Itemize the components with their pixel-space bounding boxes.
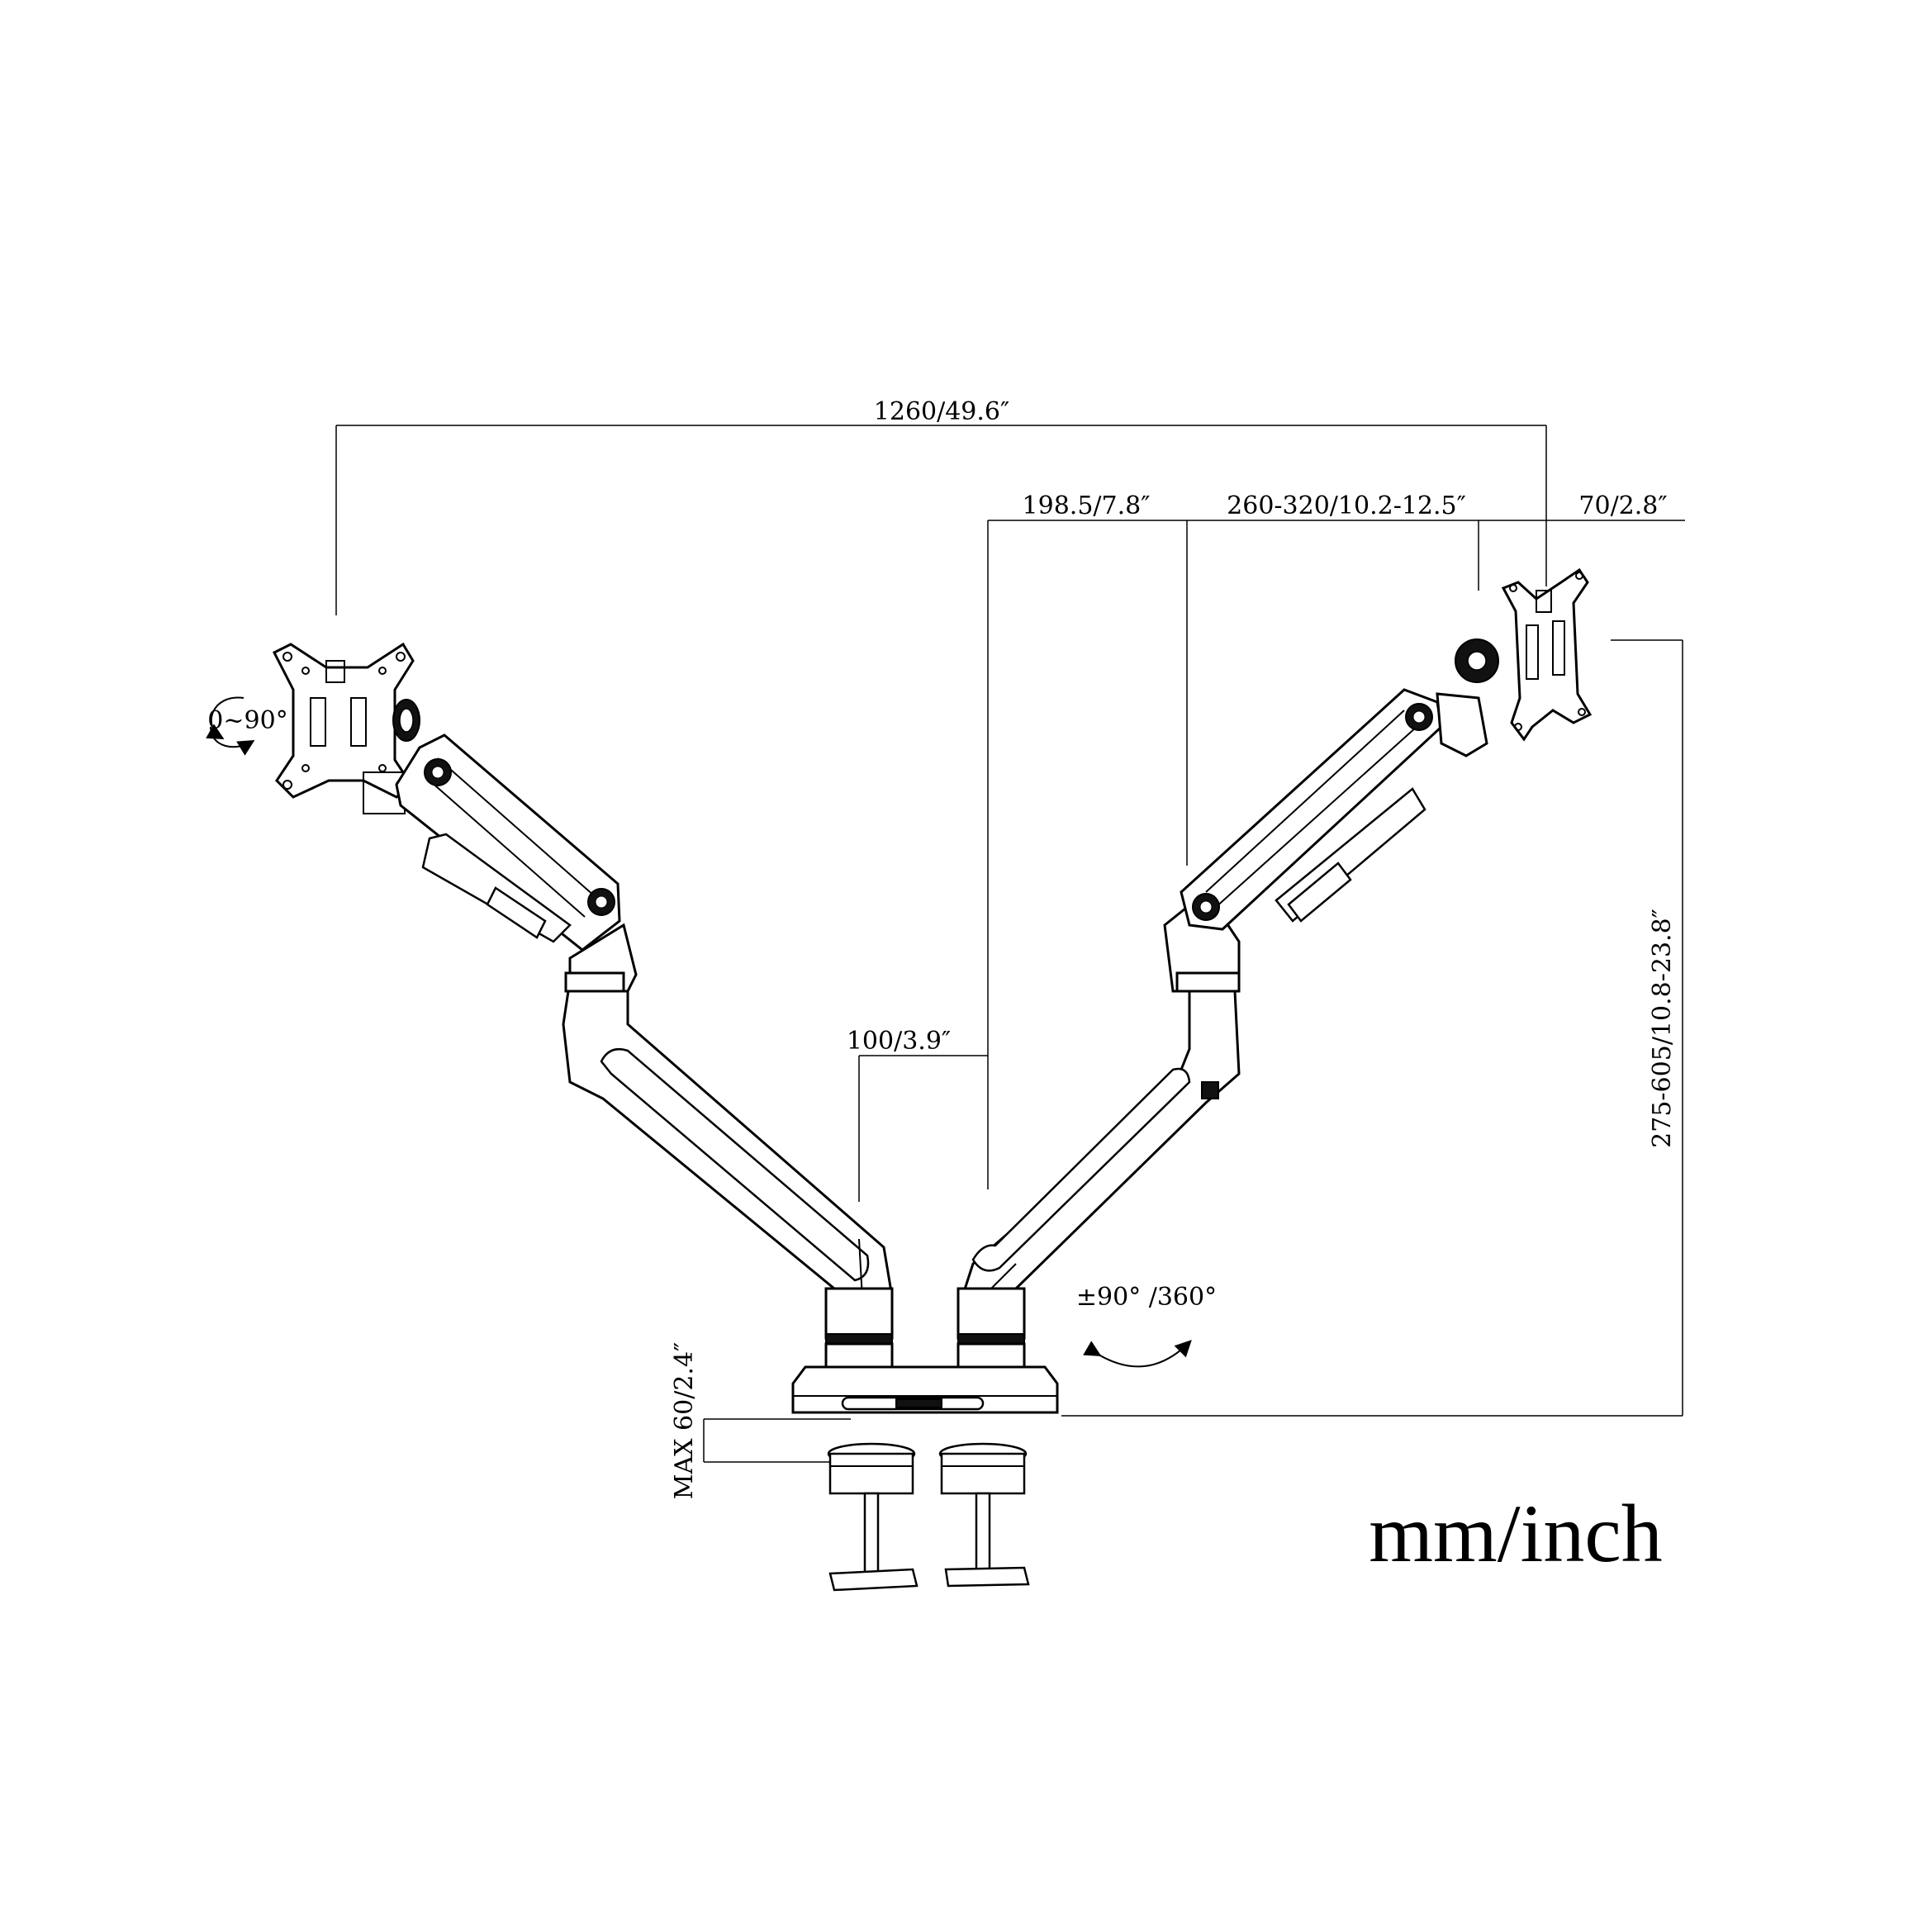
right-post bbox=[957, 1287, 1026, 1340]
screw-hole bbox=[282, 780, 292, 790]
label-desk-thickness: MAX 60/2.4″ bbox=[670, 1342, 699, 1499]
left-collar bbox=[564, 971, 625, 993]
left-clamp-body bbox=[828, 1452, 914, 1495]
left-post-ring bbox=[825, 1333, 893, 1345]
label-arm-length: 260-320/10.2-12.5″ bbox=[1227, 491, 1466, 520]
left-forearm bbox=[395, 733, 621, 952]
label-overall-width: 1260/49.6″ bbox=[874, 397, 1009, 426]
right-tilt-block bbox=[1436, 692, 1488, 757]
vesa-latch bbox=[325, 660, 345, 683]
right-clamp-body bbox=[940, 1452, 1026, 1495]
dimension-lines bbox=[335, 425, 1685, 1463]
left-lower-arm-slot bbox=[600, 1047, 870, 1282]
rotation-arrow bbox=[1083, 1340, 1192, 1368]
tilt-arrow-up bbox=[206, 696, 244, 739]
screw-hole bbox=[301, 667, 310, 675]
left-post bbox=[824, 1287, 894, 1340]
right-arm bbox=[957, 688, 1488, 1379]
right-clamp-foot bbox=[944, 1566, 1030, 1588]
tilt-arrow-down bbox=[210, 726, 255, 756]
vesa-slot bbox=[350, 697, 367, 747]
screw-hole bbox=[1575, 572, 1583, 580]
screw-hole bbox=[1509, 584, 1517, 592]
right-vesa-outline bbox=[1501, 567, 1593, 742]
right-clamp-screw bbox=[975, 1492, 991, 1574]
right-post-ring bbox=[957, 1333, 1025, 1345]
screw-hole bbox=[282, 652, 292, 662]
base-badge bbox=[895, 1398, 942, 1408]
label-rotation: ±90° /360° bbox=[1076, 1283, 1217, 1312]
screw-hole bbox=[301, 764, 310, 772]
right-collar bbox=[1175, 971, 1241, 993]
left-arm bbox=[395, 733, 894, 1379]
left-clamp-foot bbox=[828, 1568, 919, 1592]
right-clamp bbox=[938, 1442, 1030, 1588]
label-base-offset: 100/3.9″ bbox=[847, 1027, 951, 1056]
label-height-range: 275-605/10.8-23.8″ bbox=[1648, 909, 1677, 1148]
vesa-slot bbox=[310, 697, 326, 747]
left-clamp bbox=[827, 1442, 919, 1592]
screw-hole bbox=[378, 667, 387, 675]
label-pole-offset: 198.5/7.8″ bbox=[1023, 491, 1151, 520]
screw-hole bbox=[1514, 723, 1522, 731]
right-lower-arm-slot bbox=[971, 1067, 1191, 1272]
label-units: mm/inch bbox=[1369, 1488, 1663, 1579]
screw-hole bbox=[396, 652, 406, 662]
label-vesa-offset: 70/2.8″ bbox=[1578, 491, 1667, 520]
base bbox=[791, 1365, 1059, 1414]
right-vesa-plate bbox=[1455, 567, 1593, 742]
vesa-slot bbox=[1552, 620, 1565, 676]
screw-hole bbox=[1578, 708, 1586, 716]
left-clamp-screw bbox=[863, 1492, 880, 1574]
vesa-latch bbox=[1536, 590, 1552, 613]
vesa-slot bbox=[1526, 624, 1539, 680]
label-tilt: 0~90° bbox=[207, 706, 287, 735]
